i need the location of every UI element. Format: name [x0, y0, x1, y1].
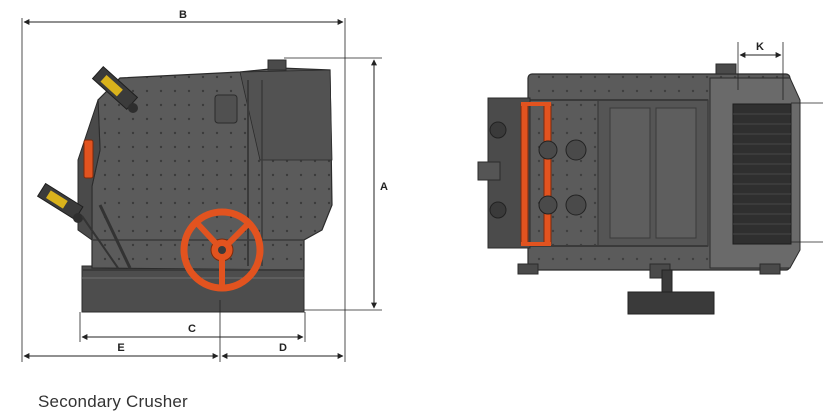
dim-label-b: B	[179, 9, 187, 21]
top-view	[477, 63, 801, 315]
orange-spring-cylinder	[83, 139, 94, 179]
dim-label-c: C	[188, 323, 196, 335]
side-dimensions: B A C E D	[21, 9, 388, 362]
dim-label-a: A	[380, 181, 388, 193]
side-top-panel	[239, 69, 333, 161]
top-dimensions: K	[737, 41, 823, 243]
top-orange-bar-left	[520, 103, 529, 245]
hydraulic-cylinder-top	[91, 65, 139, 113]
dim-label-e: E	[117, 342, 124, 354]
dim-label-d: D	[279, 342, 287, 354]
top-bottom-bracket	[627, 291, 715, 315]
top-orange-bar-right	[543, 103, 552, 245]
side-lift-lug	[267, 59, 287, 71]
diagram-caption: Secondary Crusher	[38, 392, 188, 411]
flywheel	[180, 208, 264, 292]
hydraulic-cylinder-bottom	[36, 182, 84, 223]
dim-label-k: K	[756, 41, 764, 53]
side-inspection-door	[214, 94, 238, 124]
side-view	[36, 59, 333, 313]
